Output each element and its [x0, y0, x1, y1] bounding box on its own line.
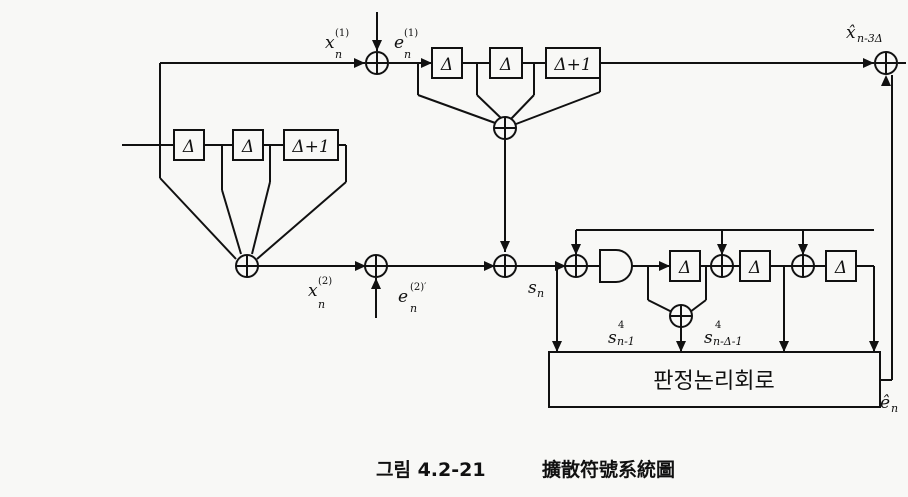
right-delay-2-label: Δ	[748, 258, 761, 278]
signal-s-prev-base: s	[608, 328, 617, 348]
signal-s-delta-prev-sub: n-Δ-1	[713, 335, 742, 348]
lower-loop-adder	[669, 304, 693, 328]
signal-x2: x (2) n	[308, 276, 332, 311]
left-delay-1-label: Δ	[182, 137, 195, 157]
signal-x1-sub: n	[335, 48, 342, 61]
chain-adder-1	[710, 254, 734, 278]
figure-number: 그림 4.2-21	[376, 459, 486, 481]
decision-logic-block: 판정논리회로	[548, 351, 881, 408]
decision-logic-label: 판정논리회로	[653, 369, 774, 394]
top-adder	[365, 51, 389, 75]
signal-x2-base: x	[308, 281, 318, 301]
top-delay-2: Δ	[489, 47, 523, 79]
signal-e2: e (2)′ n	[398, 282, 427, 315]
signal-s-delta-prev-base: s	[704, 328, 713, 348]
signal-e1-sup: (1)	[404, 28, 418, 39]
feedback-adder	[564, 254, 588, 278]
signal-x2-sub: n	[318, 298, 325, 311]
figure-caption: 그림 4.2-21 擴散符號系統圖	[376, 458, 675, 481]
signal-e2-base: e	[398, 287, 408, 307]
signal-e-hat-base: ê	[880, 393, 890, 413]
signal-s-prev-sup: 4	[618, 320, 624, 331]
right-delay-2: Δ	[739, 250, 771, 282]
signal-x-hat: x̂ n-3Δ	[846, 23, 883, 45]
left-delay-2-label: Δ	[241, 137, 254, 157]
chain-adder-2	[791, 254, 815, 278]
signal-e2-sup: (2)′	[410, 282, 427, 293]
right-delay-3-label: Δ	[834, 258, 847, 278]
signal-x1-sup: (1)	[335, 28, 349, 39]
signal-e1-sub: n	[404, 48, 411, 61]
left-delay-2: Δ	[232, 129, 264, 161]
left-delay-3: Δ+1	[283, 129, 339, 161]
adders	[235, 51, 898, 328]
top-delay-2-label: Δ	[499, 55, 512, 75]
top-delay-3: Δ+1	[545, 47, 601, 79]
left-adder	[235, 254, 259, 278]
signal-e1: e (1) n	[394, 28, 418, 61]
signal-x-hat-base: x̂	[846, 23, 856, 43]
top-delay-1: Δ	[431, 47, 463, 79]
signal-x1: x (1) n	[325, 28, 349, 61]
middle-adder	[364, 254, 388, 278]
figure-title: 擴散符號系統圖	[542, 458, 675, 481]
signal-e2-sub: n	[410, 302, 417, 315]
top-right-adder	[874, 51, 898, 75]
signal-s-prev: s 4 n-1	[608, 320, 635, 348]
right-delay-1-label: Δ	[678, 258, 691, 278]
signal-x1-base: x	[325, 33, 335, 53]
right-delay-1: Δ	[669, 250, 701, 282]
signal-s-delta-prev: s 4 n-Δ-1	[704, 320, 742, 348]
and-gate	[599, 249, 633, 283]
top-tap-adder	[493, 116, 517, 140]
left-delay-1: Δ	[173, 129, 205, 161]
top-delay-3-label: Δ+1	[553, 55, 591, 75]
left-delay-3-label: Δ+1	[291, 137, 329, 157]
signal-x-hat-sub: n-3Δ	[857, 32, 883, 45]
signal-e1-base: e	[394, 33, 404, 53]
signal-e-hat: ê n	[880, 393, 898, 415]
sum-adder	[493, 254, 517, 278]
signal-s-sub: n	[537, 287, 544, 300]
signal-s-prev-sub: n-1	[617, 335, 635, 348]
signal-s-base: s	[528, 278, 537, 298]
top-delay-1-label: Δ	[440, 55, 453, 75]
right-delay-3: Δ	[825, 250, 857, 282]
signal-e-hat-sub: n	[891, 402, 898, 415]
signal-s-delta-prev-sup: 4	[715, 320, 721, 331]
wires	[122, 12, 906, 381]
signal-x2-sup: (2)	[318, 276, 332, 287]
signal-s: s n	[528, 278, 544, 300]
